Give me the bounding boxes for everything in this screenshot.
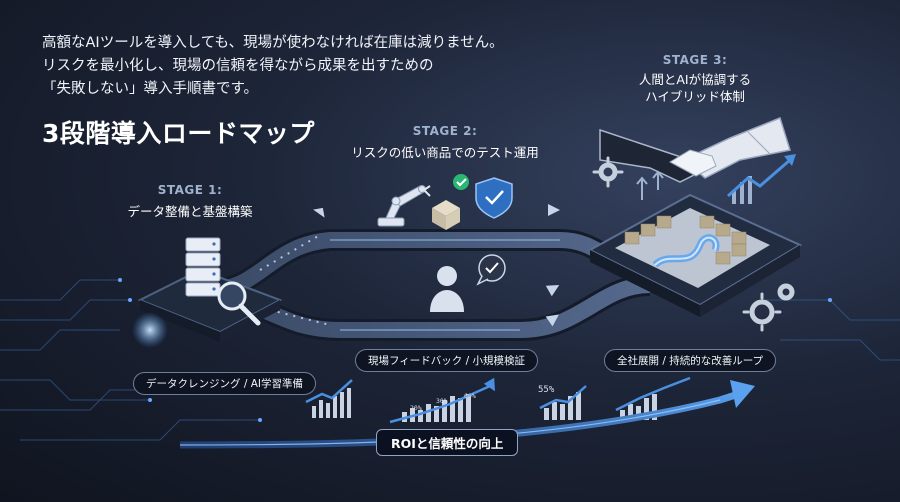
robot-arm-icon bbox=[377, 185, 431, 227]
handshake-icon bbox=[599, 117, 791, 183]
roi-arrow-head bbox=[730, 380, 755, 408]
flow-dots bbox=[259, 234, 331, 326]
server-icon bbox=[185, 237, 221, 297]
stage1-label: STAGE 1: bbox=[157, 183, 223, 197]
trend-line-mid bbox=[389, 384, 491, 424]
bar-chart-right bbox=[544, 392, 581, 420]
intro-line-1: 高額なAIツールを導入しても、現場が使わなければ在庫は減りません。 bbox=[42, 35, 504, 51]
growth-arrow-icon bbox=[726, 154, 796, 204]
chart-label-55: 55% bbox=[538, 385, 555, 395]
box-icon bbox=[432, 200, 460, 230]
stage1-desc: データ整備と基盤構築 bbox=[127, 204, 253, 219]
shield-check-icon bbox=[475, 177, 513, 219]
chart-label-30: 30% bbox=[436, 397, 448, 405]
trend-line-left bbox=[305, 379, 353, 404]
check-icon bbox=[453, 174, 469, 190]
stage2-step-pill: 現場フィードバック / 小規模検証 bbox=[355, 349, 539, 372]
gear-icon bbox=[598, 162, 795, 325]
person-icon bbox=[430, 266, 464, 312]
trend-arrow-mid bbox=[483, 377, 495, 392]
warehouse-icon bbox=[615, 208, 770, 288]
up-arrows bbox=[636, 170, 664, 200]
stage2-label: STAGE 2: bbox=[412, 124, 478, 138]
chart-label-20: 20% bbox=[410, 404, 422, 412]
stage2-desc: リスクの低い商品でのテスト運用 bbox=[351, 145, 539, 160]
stage3-desc-line-1: 人間とAIが協調する bbox=[638, 72, 752, 87]
stage2-heading: STAGE 2: リスクの低い商品でのテスト運用 bbox=[340, 124, 550, 161]
trend-line-right bbox=[539, 385, 587, 410]
trend-line-far-right bbox=[615, 376, 691, 412]
stage3-label: STAGE 3: bbox=[662, 53, 728, 67]
flow-arrows bbox=[313, 204, 560, 327]
magnifier-icon bbox=[217, 281, 261, 326]
stage3-heading: STAGE 3: 人間とAIが協調する ハイブリッド体制 bbox=[610, 53, 780, 105]
stage1-step-pill: データクレンジング / AI学習準備 bbox=[133, 372, 316, 395]
page-title: 3段階導入ロードマップ bbox=[42, 119, 315, 148]
roadmap-path bbox=[209, 229, 651, 341]
outcome-badge: ROIと信頼性の向上 bbox=[376, 429, 519, 456]
stage3-step-pill: 全社展開 / 持続的な改善ループ bbox=[604, 349, 777, 372]
intro-line-2: リスクを最小化し、現場の信頼を得ながら成果を出すための bbox=[42, 58, 434, 74]
bar-chart-left bbox=[312, 388, 351, 418]
stage1-platform bbox=[137, 268, 283, 342]
gear-teeth bbox=[592, 156, 782, 332]
stage1-heading: STAGE 1: データ整備と基盤構築 bbox=[115, 183, 265, 220]
intro-line-3: 「失敗しない」導入手順書です。 bbox=[42, 81, 259, 97]
stage3-desc-line-2: ハイブリッド体制 bbox=[645, 89, 745, 104]
glow-spark bbox=[132, 312, 168, 348]
chart-label-60: 60% bbox=[464, 392, 476, 400]
chat-check-icon bbox=[476, 254, 506, 286]
intro-text: 高額なAIツールを導入しても、現場が使わなければ在庫は減りません。 リスクを最小… bbox=[42, 32, 562, 101]
circuit-lines bbox=[0, 279, 900, 441]
bar-chart-far-right bbox=[620, 394, 657, 420]
